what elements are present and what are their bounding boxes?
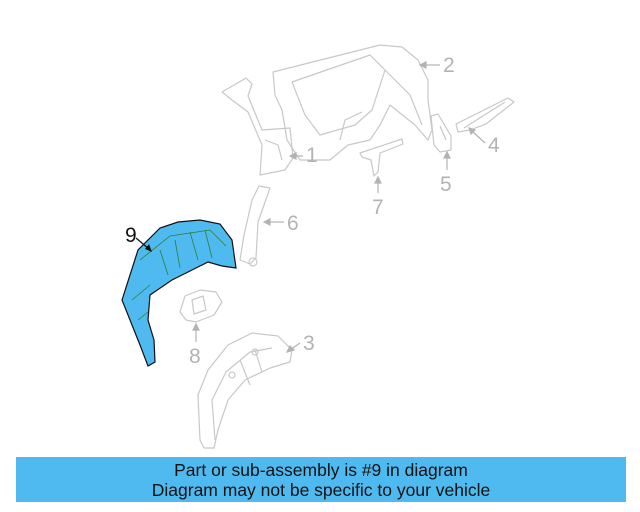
leader-arrows — [192, 61, 486, 353]
callout-2: 2 — [443, 54, 455, 77]
banner-line-1: Part or sub-assembly is #9 in diagram — [174, 460, 468, 480]
callout-8: 8 — [189, 345, 201, 368]
callout-3: 3 — [303, 332, 315, 355]
callout-9: 9 — [125, 224, 137, 247]
part-5-bracket — [430, 113, 452, 153]
callout-7: 7 — [372, 196, 384, 219]
part-8-bracket — [179, 289, 223, 323]
part-2-quarter-inner-frame — [272, 44, 433, 161]
callout-4: 4 — [488, 134, 500, 157]
part-7-bracket — [359, 138, 404, 177]
callout-6: 6 — [287, 212, 299, 235]
part-1-pillar — [221, 77, 294, 176]
part-3-wheelhouse-outer — [197, 332, 293, 449]
part-9-inner-wheelhouse-highlighted[interactable] — [121, 219, 237, 367]
part-4-bracket — [455, 97, 515, 133]
banner-line-2: Diagram may not be specific to your vehi… — [151, 480, 491, 500]
info-banner: Part or sub-assembly is #9 in diagram Di… — [16, 457, 626, 502]
callout-5: 5 — [440, 173, 452, 196]
callout-1: 1 — [306, 144, 318, 167]
part-6-pillar-brace — [239, 185, 271, 267]
